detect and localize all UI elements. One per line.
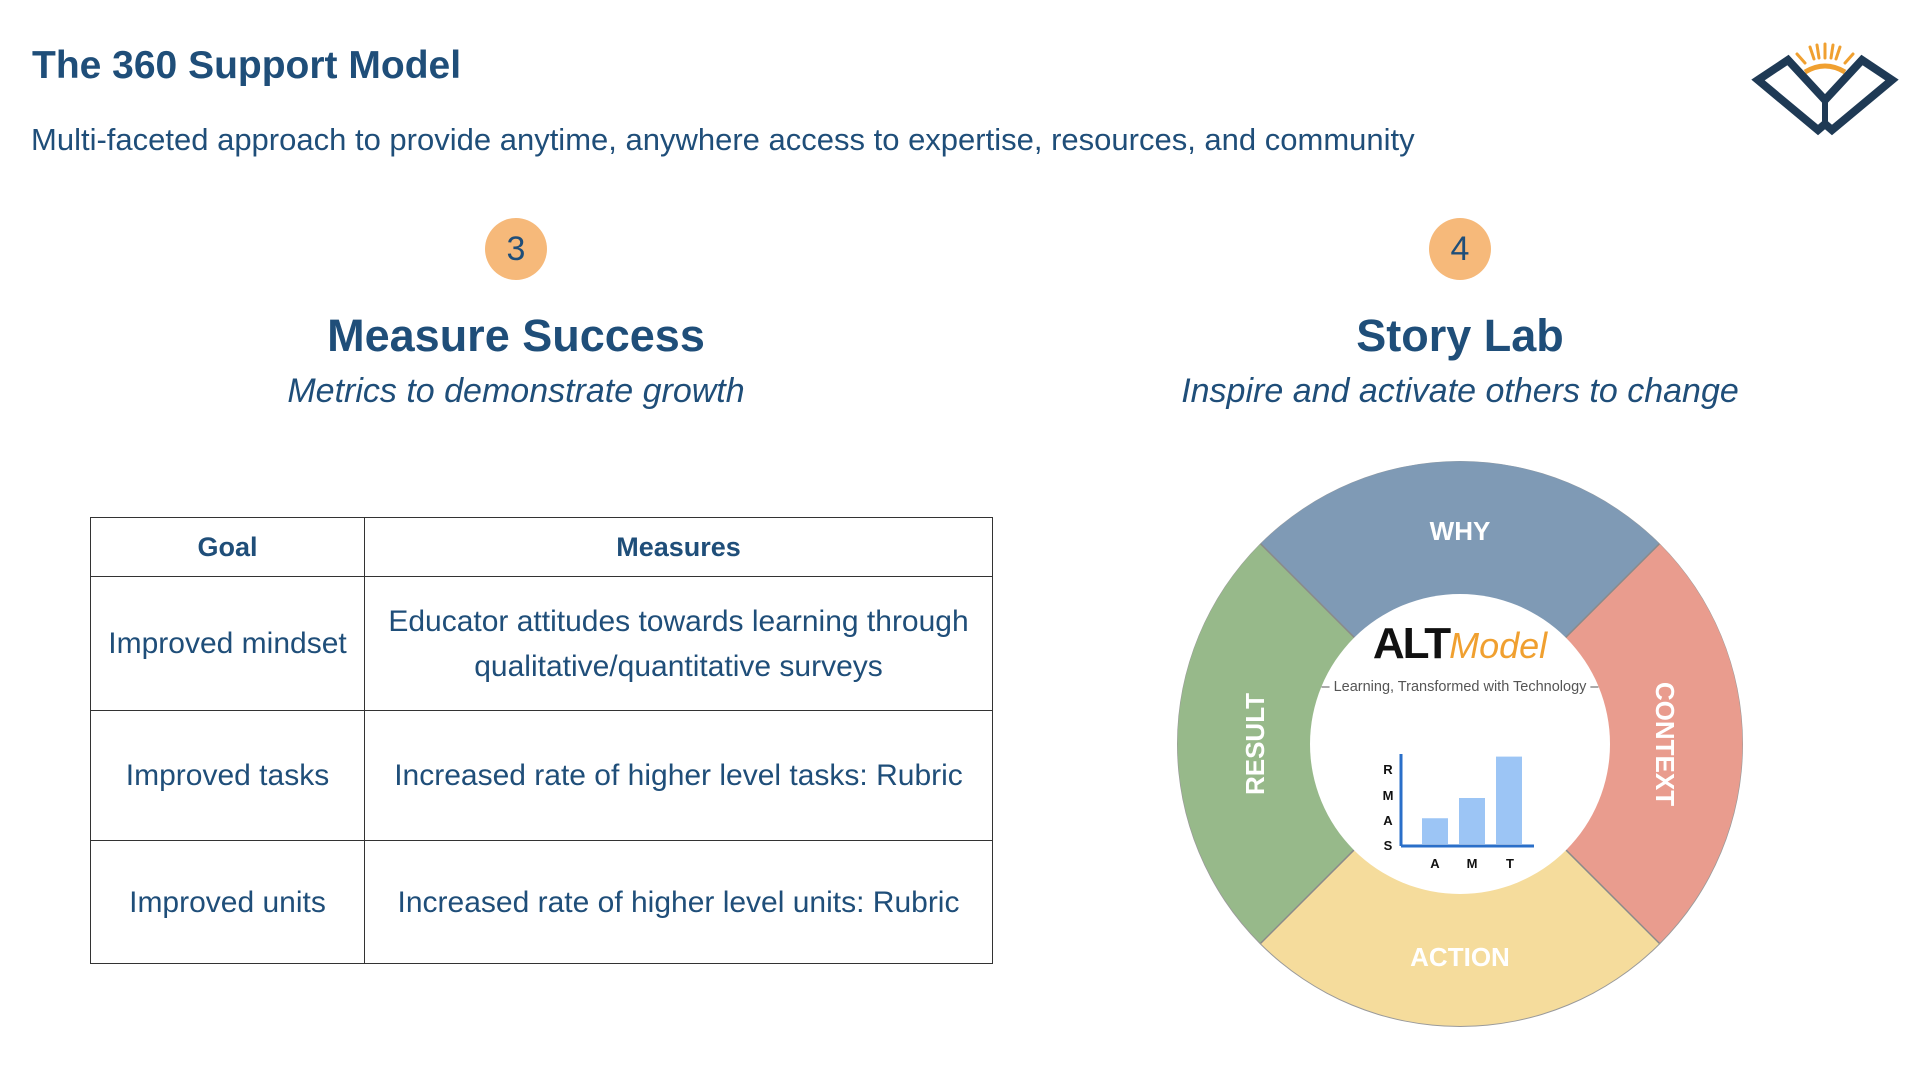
goal-cell: Improved mindset [90,576,365,711]
y-axis-label: R [1383,762,1393,777]
table-row: Improved tasks Increased rate of higher … [90,710,993,841]
brand-tagline: – Learning, Transformed with Technology … [1321,679,1599,695]
svg-text:ALTModel: ALTModel [1373,619,1548,668]
alt-model-brand: ALTModel – Learning, Transformed with Te… [1321,619,1599,695]
action-segment [1260,845,1660,1026]
brand-alt-text: ALT [1373,619,1451,668]
step-number-badge: 4 [1429,218,1491,280]
section-title: Story Lab [1356,310,1564,361]
metrics-table: Goal Measures Improved mindset Educator … [90,517,993,964]
x-axis-label: T [1506,856,1514,871]
result-segment [1177,543,1359,944]
mini-bar-chart-icon: R M A S A M T [1383,754,1534,871]
section-subtitle: Metrics to demonstrate growth [287,372,745,410]
goal-cell: Improved units [90,840,365,964]
context-segment [1561,543,1743,944]
context-label: CONTEXT [1650,682,1680,806]
result-label: RESULT [1240,693,1270,795]
page-title: The 360 Support Model [32,44,462,87]
table-header-row: Goal Measures [90,517,993,577]
page-subtitle: Multi-faceted approach to provide anytim… [31,122,1415,157]
why-segment [1260,461,1660,642]
story-lab-section: 4 Story Lab Inspire and activate others … [1160,0,1760,412]
section-title: Measure Success [327,310,705,361]
step-number-badge: 3 [485,218,547,280]
measure-cell: Educator attitudes towards learning thro… [364,576,993,711]
y-axis-label: S [1384,838,1393,853]
mini-bar [1459,798,1485,844]
why-label: WHY [1430,516,1491,546]
section-subtitle: Inspire and activate others to change [1181,372,1739,410]
book-sunrise-logo-icon [1751,42,1899,136]
goal-cell: Improved tasks [90,710,365,841]
measure-cell: Increased rate of higher level tasks: Ru… [364,710,993,841]
alt-model-wheel: WHY ACTION CONTEXT RESULT ALTModel – Lea… [1177,461,1743,1027]
table-row: Improved mindset Educator attitudes towa… [90,576,993,711]
action-label: ACTION [1410,942,1510,972]
measures-column-header: Measures [364,517,993,577]
measure-cell: Increased rate of higher level units: Ru… [364,840,993,964]
mini-bar [1496,756,1522,844]
y-axis-label: A [1383,813,1393,828]
brand-model-text: Model [1449,625,1548,666]
x-axis-label: A [1430,856,1440,871]
y-axis-label: M [1383,788,1394,803]
table-row: Improved units Increased rate of higher … [90,840,993,964]
goal-column-header: Goal [90,517,365,577]
measure-success-section: 3 Measure Success Metrics to demonstrate… [216,0,816,412]
mini-bar [1422,818,1448,844]
x-axis-label: M [1467,856,1478,871]
